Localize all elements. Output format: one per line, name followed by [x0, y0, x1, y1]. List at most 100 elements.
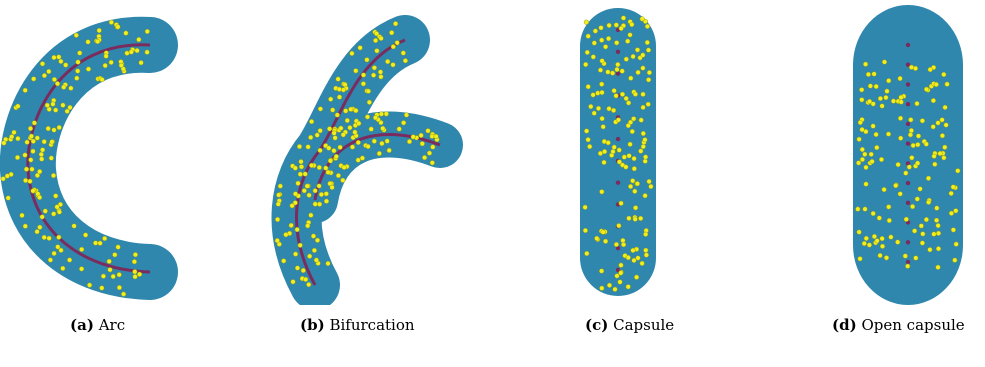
surface-marker	[309, 163, 314, 168]
surface-marker	[633, 206, 638, 211]
surface-marker	[51, 173, 56, 178]
surface-marker	[343, 82, 348, 87]
surface-marker	[632, 166, 637, 171]
surface-marker	[630, 22, 635, 27]
surface-marker	[924, 217, 929, 222]
surface-marker	[874, 132, 879, 137]
surface-marker	[863, 152, 868, 157]
surface-marker	[348, 125, 353, 130]
surface-marker	[52, 128, 57, 133]
surface-marker	[24, 167, 29, 172]
surface-marker	[341, 88, 346, 93]
surface-marker	[77, 51, 82, 56]
surface-marker	[926, 200, 931, 205]
surface-marker	[61, 85, 66, 90]
surface-marker	[909, 118, 914, 123]
surface-marker	[375, 49, 380, 54]
surface-marker	[37, 169, 42, 174]
surface-marker	[307, 254, 312, 259]
surface-marker	[607, 283, 612, 288]
surface-marker	[293, 192, 298, 197]
surface-marker	[596, 106, 601, 111]
surface-marker	[290, 203, 295, 208]
surface-marker	[872, 234, 877, 239]
surface-marker	[630, 129, 635, 134]
surface-marker	[598, 68, 603, 73]
surface-marker	[326, 261, 331, 266]
caption-c: (c) Capsule	[585, 316, 674, 334]
surface-marker	[338, 145, 343, 150]
surface-marker	[397, 127, 402, 132]
surface-marker	[116, 25, 121, 30]
surface-marker	[324, 199, 329, 204]
surface-marker	[935, 206, 940, 211]
surface-marker	[867, 99, 872, 104]
surface-marker	[906, 181, 910, 185]
caption-c-label: Capsule	[613, 316, 674, 334]
surface-marker	[53, 194, 58, 199]
surface-marker	[899, 100, 904, 105]
surface-marker	[633, 189, 638, 194]
surface-marker	[632, 156, 637, 161]
surface-marker	[298, 243, 303, 248]
surface-marker	[909, 128, 914, 133]
surface-marker	[31, 149, 36, 154]
surface-marker	[366, 144, 371, 149]
surface-marker	[67, 258, 72, 263]
surface-marker	[116, 245, 121, 250]
surface-marker	[354, 69, 359, 74]
surface-marker	[76, 60, 81, 65]
surface-marker	[915, 161, 920, 166]
surface-marker	[308, 135, 313, 140]
surface-marker	[899, 95, 904, 100]
surface-marker	[6, 196, 11, 201]
surface-marker	[339, 126, 344, 131]
surface-marker	[40, 215, 45, 220]
surface-marker	[860, 157, 865, 162]
surface-marker	[646, 102, 651, 107]
surface-marker	[645, 40, 650, 45]
surface-marker	[862, 241, 867, 246]
surface-marker	[23, 224, 28, 229]
surface-marker	[40, 62, 45, 67]
surface-marker	[65, 109, 70, 114]
surface-marker	[83, 233, 88, 238]
surface-marker	[31, 189, 36, 194]
surface-marker	[898, 116, 903, 121]
surface-marker	[643, 232, 648, 237]
surface-marker	[912, 229, 917, 234]
surface-marker	[317, 165, 322, 170]
surface-marker	[79, 247, 84, 252]
surface-marker	[387, 148, 392, 153]
surface-marker	[909, 65, 914, 70]
surface-marker	[621, 16, 626, 21]
surface-marker	[931, 125, 936, 130]
panel-arc	[0, 0, 200, 305]
caption-b-label: Bifurcation	[329, 316, 414, 334]
surface-marker	[336, 173, 341, 178]
surface-marker	[293, 166, 298, 171]
surface-marker	[600, 90, 605, 95]
surface-marker	[381, 126, 386, 131]
surface-marker	[953, 258, 958, 263]
surface-marker	[869, 152, 874, 157]
surface-marker	[611, 149, 616, 154]
surface-marker	[586, 34, 591, 39]
surface-marker	[299, 165, 304, 170]
surface-marker	[305, 224, 310, 229]
surface-marker	[100, 77, 105, 82]
surface-marker	[641, 53, 646, 58]
surface-marker	[101, 274, 106, 279]
surface-marker	[341, 133, 346, 138]
surface-marker	[369, 127, 374, 132]
surface-marker	[312, 248, 317, 253]
caption-c-tag: (c)	[585, 316, 608, 334]
surface-marker	[614, 23, 619, 28]
surface-marker	[942, 156, 947, 161]
surface-marker	[109, 20, 114, 25]
surface-marker	[882, 187, 887, 192]
open-capsule-figure	[845, 0, 970, 310]
surface-marker	[906, 201, 910, 205]
surface-marker	[870, 159, 875, 164]
surface-marker	[29, 158, 34, 163]
